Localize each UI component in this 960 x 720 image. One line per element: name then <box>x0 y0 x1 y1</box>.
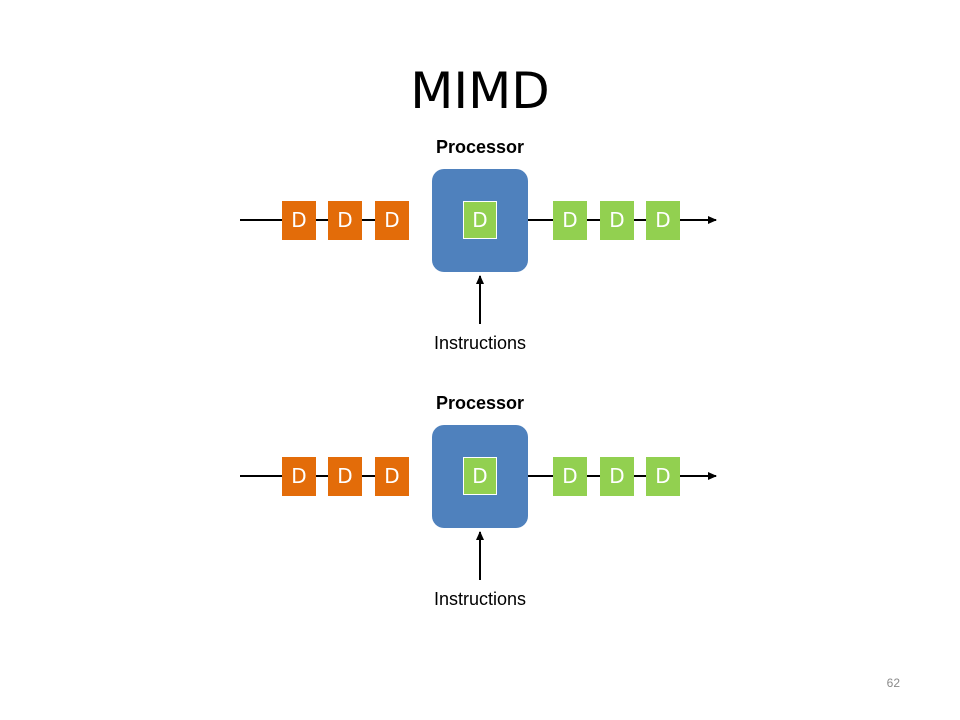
processor-label: Processor <box>435 137 525 157</box>
input-data-block: D <box>375 457 409 496</box>
input-data-block: D <box>328 201 362 240</box>
current-data-block: D <box>463 201 497 239</box>
instructions-label: Instructions <box>433 589 527 609</box>
processor-label: Processor <box>435 393 525 413</box>
input-data-block: D <box>375 201 409 240</box>
processor-diagram-1: Processor D D D D D D D Instructions <box>0 130 960 370</box>
output-data-block: D <box>553 457 587 496</box>
data-stream-wires <box>240 216 717 324</box>
input-data-block: D <box>328 457 362 496</box>
output-data-block: D <box>646 201 680 240</box>
slide-title: MIMD <box>410 62 550 120</box>
output-data-block: D <box>600 457 634 496</box>
output-data-block: D <box>553 201 587 240</box>
current-data-block: D <box>463 457 497 495</box>
instructions-label: Instructions <box>433 333 527 353</box>
processor-diagram-2: Processor D D D D D D D Instructions <box>0 386 960 626</box>
input-data-block: D <box>282 457 316 496</box>
page-number: 62 <box>886 676 900 690</box>
input-data-block: D <box>282 201 316 240</box>
data-stream-wires <box>240 472 717 580</box>
output-data-block: D <box>646 457 680 496</box>
output-data-block: D <box>600 201 634 240</box>
